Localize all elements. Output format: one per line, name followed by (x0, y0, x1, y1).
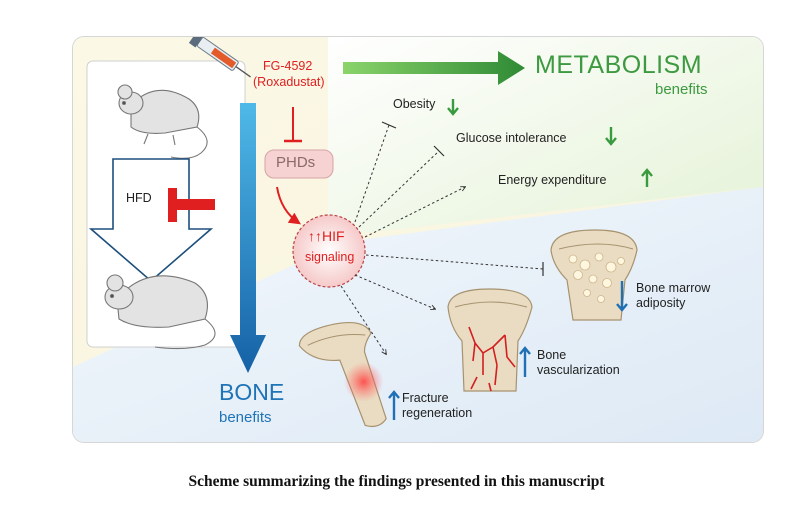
figure-caption: Scheme summarizing the findings presente… (188, 473, 605, 490)
bone-subtitle: benefits (219, 409, 272, 426)
phds-box (264, 149, 334, 179)
obesity-label: Obesity (393, 97, 436, 111)
phds-to-hif-arrow (276, 186, 301, 225)
drug-name-label: FG-4592 (263, 59, 313, 73)
bone-marrow-bone-icon (550, 229, 638, 321)
marrow-label-line1: Bone marrow (636, 281, 711, 295)
fracture-bone-icon (298, 321, 387, 428)
hif-signaling-label: signaling (305, 250, 355, 264)
phds-label: PHDs (276, 154, 316, 171)
hif-title: ↑↑HIF (308, 228, 345, 244)
drug-alias-label: (Roxadustat) (253, 75, 325, 89)
hif-circle (292, 214, 366, 288)
metabolism-subtitle: benefits (655, 81, 708, 98)
bone-title: BONE (219, 379, 285, 405)
vasc-up-arrow (519, 346, 531, 377)
marrow-label-line2: adiposity (636, 296, 686, 310)
syringe-icon (188, 37, 251, 78)
hfd-block-stem (177, 199, 215, 210)
hif-up-arrows: ↑↑ (308, 228, 322, 244)
hif-inhibition-caps (381, 121, 544, 276)
hfd-down-arrow (88, 158, 214, 283)
vasc-label-line2: vascularization (537, 363, 620, 377)
metabolism-title: METABOLISM (535, 51, 703, 79)
mouse-bottom-icon (104, 274, 216, 350)
mouse-top-icon (117, 84, 208, 159)
hif-name: HIF (322, 228, 345, 244)
marrow-down-arrow (616, 281, 628, 312)
figure-panel: FG-4592 (Roxadustat) METABOLISM benefits… (72, 36, 764, 443)
bone-arrow (230, 103, 266, 373)
glucose-down-arrow (605, 127, 617, 146)
vascularization-bone-icon (447, 288, 533, 392)
hif-edges (340, 124, 544, 354)
energy-up-arrow (641, 168, 653, 187)
obesity-down-arrow (447, 99, 459, 116)
fracture-up-arrow (388, 390, 400, 420)
metabolism-arrow (343, 51, 525, 85)
hfd-block-bar (168, 188, 177, 222)
glucose-label: Glucose intolerance (456, 131, 567, 145)
fracture-label-line1: Fracture (402, 391, 449, 405)
hfd-label: HFD (126, 191, 152, 205)
metabolism-region (328, 37, 763, 237)
fracture-label-line2: regeneration (402, 406, 473, 420)
vasc-label-line1: Bone (537, 348, 567, 362)
energy-label: Energy expenditure (498, 173, 607, 187)
diagram-art (73, 37, 763, 442)
